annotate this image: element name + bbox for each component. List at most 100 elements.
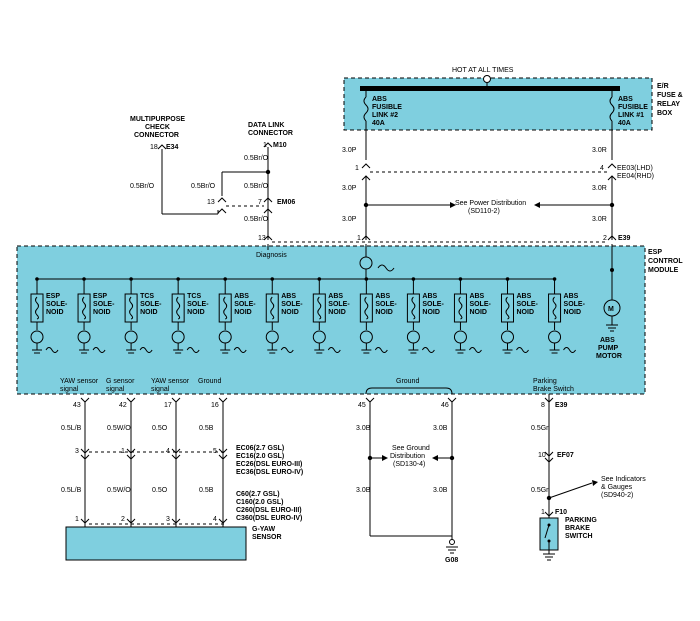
connector-icon <box>157 144 167 150</box>
connector-icon <box>126 397 136 403</box>
arrow-left-icon <box>534 202 540 208</box>
ec-connector-list: EC06(2.7 GSL) EC16(2.0 GSL) EC26(DSL EUR… <box>236 445 304 476</box>
connector-icon <box>544 511 554 517</box>
connector-icon <box>171 518 181 524</box>
solenoid-coil-icon <box>501 293 514 323</box>
solenoid-coil-icon <box>548 293 562 323</box>
fuse-1-icon <box>609 96 615 122</box>
connector-icon <box>171 397 181 403</box>
coil-icon <box>317 296 322 320</box>
connector-icon <box>447 397 457 403</box>
coil-icon <box>458 296 463 320</box>
solenoid-coil-icon <box>30 293 44 323</box>
signal-icon <box>139 347 153 353</box>
connector-icon <box>218 448 228 454</box>
connector-icon <box>80 448 90 454</box>
motor-symbol: M <box>608 306 614 313</box>
connector-icon <box>263 235 273 241</box>
coil-icon <box>35 296 39 320</box>
wire-label: 3.0B <box>433 487 448 494</box>
wire-label: 3.0P <box>342 216 357 223</box>
wire-label: 0.5O <box>152 487 168 494</box>
wire-label: 3.0P <box>342 185 357 192</box>
signal-icon <box>421 347 435 353</box>
pin-label: 3 <box>75 448 79 455</box>
ground-label: Ground <box>396 378 419 385</box>
pin-label: 2 <box>603 235 607 242</box>
solenoid-coil-icon <box>77 293 91 323</box>
wire-label: 0.5Br/O <box>191 183 216 190</box>
connector-e39: E39 <box>618 235 631 242</box>
wire-label: 0.5W/O <box>107 425 131 432</box>
wire-label: 0.5Br/O <box>244 216 269 223</box>
coil-icon <box>552 296 557 320</box>
solenoid-coil-icon <box>453 293 467 323</box>
coil-icon <box>505 296 510 320</box>
connector-icon <box>126 454 136 460</box>
wire-label: 0.5L/B <box>61 487 82 494</box>
connector-icon <box>544 457 554 463</box>
coil-icon <box>223 296 228 320</box>
signal-icon <box>563 347 576 353</box>
signal-icon <box>327 347 341 353</box>
wire-label: 0.5B <box>199 487 214 494</box>
connector-m10: M10 <box>273 142 287 149</box>
connector-icon <box>171 448 181 454</box>
connector-icon <box>218 454 228 460</box>
pin-label: 4 <box>600 165 604 172</box>
wire-label: 0.5Br/O <box>244 155 269 162</box>
ground-point-icon <box>449 539 455 545</box>
connector-em06: EM06 <box>277 199 295 206</box>
signal-icon <box>280 347 294 353</box>
wire-label: 0.5Gr <box>531 487 549 494</box>
pin-label: 1 <box>541 509 545 516</box>
wire-label: 3.0R <box>592 216 607 223</box>
pin-label: 17 <box>164 402 172 409</box>
arrow-right-icon <box>450 202 456 208</box>
arrow-right-icon <box>382 455 388 461</box>
pin-label: 16 <box>211 402 219 409</box>
connector-ee04: EE04(RHD) <box>617 173 654 180</box>
signal-icon <box>92 347 106 353</box>
bus-bar <box>360 86 620 91</box>
solenoid-coil-icon <box>359 293 373 323</box>
wire-label: 3.0B <box>356 487 371 494</box>
pin-label: 42 <box>119 402 127 409</box>
signal-icon <box>233 347 247 353</box>
wire-label: 3.0R <box>592 185 607 192</box>
signal-icon <box>516 347 529 353</box>
solenoid-coil-icon <box>265 293 279 323</box>
connector-icon <box>217 208 227 214</box>
solenoid-coil-icon <box>406 293 420 323</box>
pin-label: 13 <box>258 235 266 242</box>
wire-label: 3.0B <box>356 425 371 432</box>
pin-label: 45 <box>358 402 366 409</box>
connector-icon <box>607 163 617 169</box>
power-distribution-ref: See Power Distribution(SD110-2) <box>455 200 526 215</box>
connector-icon <box>263 208 273 214</box>
arrow-left-icon <box>432 455 438 461</box>
wire-label: 0.5O <box>152 425 168 432</box>
solenoid-coil-icon <box>218 293 232 323</box>
ground-bracket <box>365 387 453 395</box>
coil-icon <box>176 296 181 320</box>
pin-label: 10 <box>538 452 546 459</box>
wire-label: 0.5W/O <box>107 487 131 494</box>
connector-icon <box>361 163 371 169</box>
pin-label: 8 <box>541 402 545 409</box>
pin-label: 2 <box>121 516 125 523</box>
